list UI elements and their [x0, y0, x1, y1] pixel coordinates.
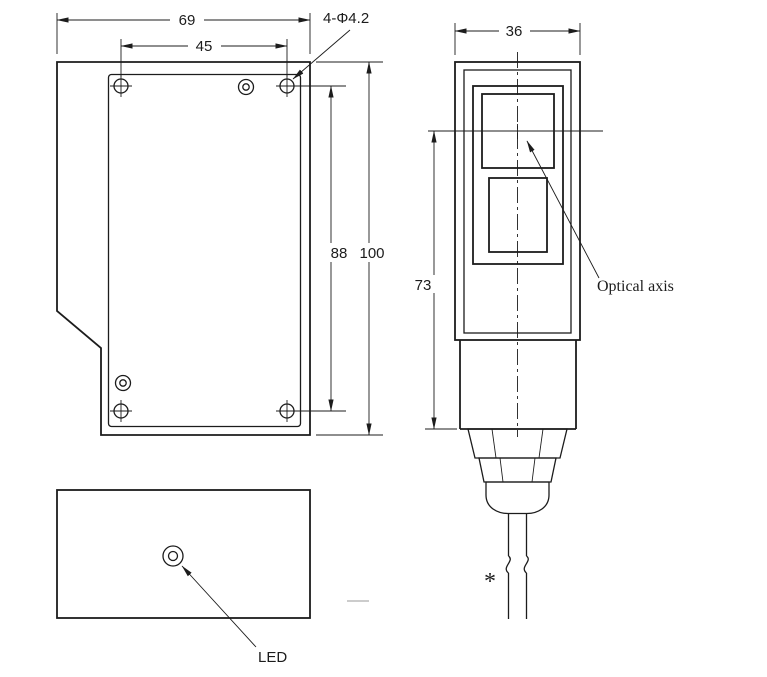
side-view	[56, 61, 311, 436]
cable-break-left	[505, 555, 511, 574]
bottom-view	[56, 489, 311, 619]
led-indicator	[162, 545, 184, 567]
text-mask	[188, 38, 221, 54]
inner-circle	[167, 550, 179, 562]
optical-axis-callout: Optical axis	[526, 140, 674, 295]
dim-label-73: 73	[415, 277, 432, 294]
leader-line	[292, 29, 351, 80]
inner-circle	[242, 83, 250, 91]
outer-circle	[237, 78, 255, 96]
dim-label-36: 36	[506, 23, 523, 40]
cable	[505, 513, 529, 619]
gland-nut-facet	[538, 428, 544, 459]
dim-height-holes: 88	[297, 85, 351, 412]
indicator-top	[237, 78, 255, 96]
front-view-dimensions: 36 73 Optical axis *	[409, 22, 674, 595]
gland-body	[478, 457, 557, 483]
cable-break-right	[523, 555, 529, 574]
inner-circle	[119, 379, 127, 387]
text-mask	[409, 275, 438, 293]
gland-nut-facet	[491, 428, 497, 459]
dim-width-outer: 69	[56, 11, 311, 54]
mounting-hole-bottom-right	[276, 400, 298, 422]
text-mask	[499, 22, 530, 39]
text-mask	[327, 243, 351, 262]
leader-line	[181, 565, 257, 648]
gland-body-facet	[499, 457, 504, 483]
dim-width-holes: 45	[120, 38, 288, 77]
outer-circle	[162, 545, 184, 567]
mounting-hole-bottom-left	[110, 400, 132, 422]
text-mask	[170, 11, 204, 28]
gland-body-facet	[531, 457, 536, 483]
mounting-hole-top-left	[110, 75, 132, 97]
dim-label-45: 45	[196, 38, 213, 55]
side-view-outline	[56, 61, 311, 436]
indicator-bottom	[114, 374, 132, 392]
cable-gland	[467, 428, 568, 515]
gland-dome	[485, 481, 550, 515]
hole-callout-label: 4-Φ4.2	[323, 10, 369, 27]
led-callout: LED	[181, 565, 287, 666]
gland-nut	[467, 428, 568, 459]
side-view-inner-panel	[107, 73, 302, 428]
leader-line	[526, 140, 600, 279]
cable-note-asterisk: *	[484, 569, 496, 595]
text-mask	[353, 243, 391, 262]
dim-front-width: 36	[454, 22, 581, 55]
led-label: LED	[258, 649, 287, 666]
outer-circle	[114, 374, 132, 392]
dim-label-69: 69	[179, 12, 196, 29]
lower-lens-window	[488, 177, 548, 253]
lens-frame	[472, 85, 564, 265]
bottom-view-outline	[56, 489, 311, 619]
hole-callout: 4-Φ4.2	[292, 10, 369, 80]
side-view-dimensions: 69 45 4-Φ4.2 88 100	[56, 10, 391, 436]
dim-height-outer: 100	[316, 61, 391, 436]
dim-label-88: 88	[331, 245, 348, 262]
dim-front-height: 73	[409, 130, 457, 430]
front-view	[428, 52, 603, 619]
mounting-hole-top-right	[276, 75, 298, 97]
dim-label-100: 100	[359, 245, 384, 262]
optical-axis-label: Optical axis	[597, 278, 674, 295]
